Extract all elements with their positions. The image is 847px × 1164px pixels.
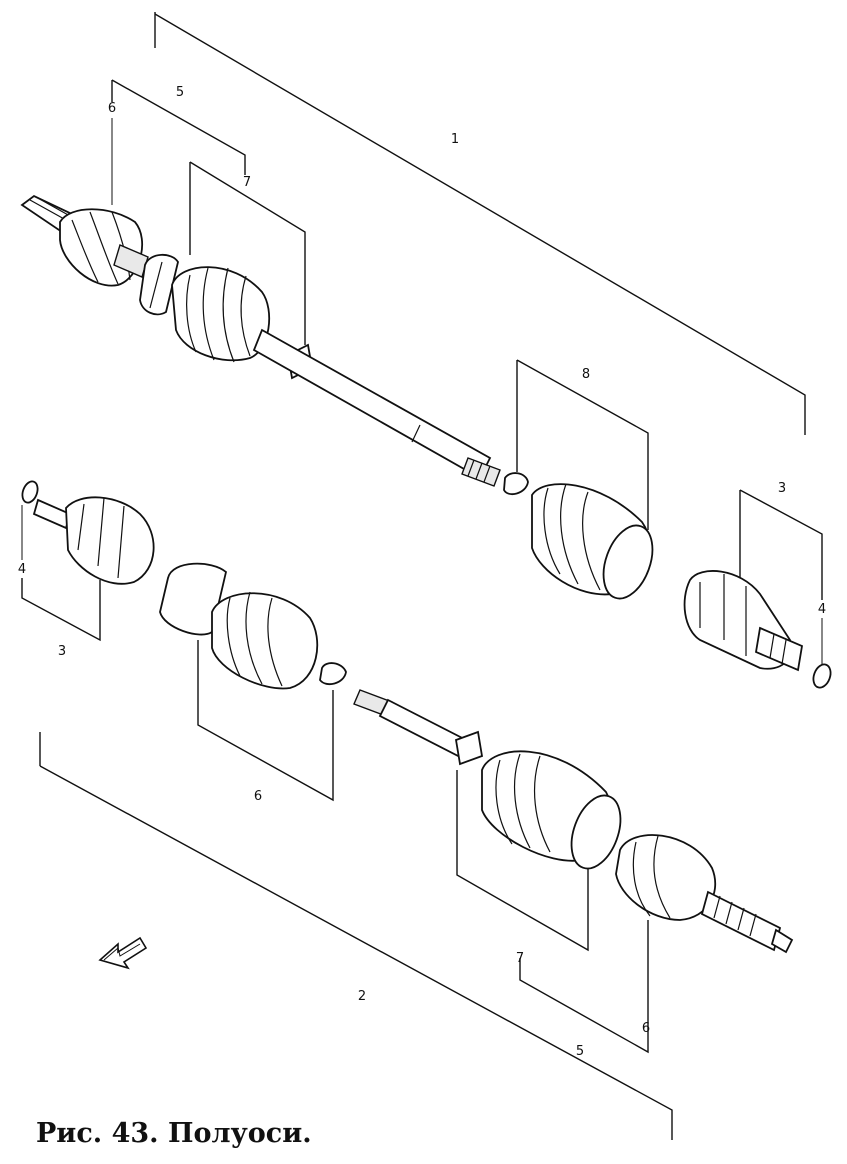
leader-lines xyxy=(21,12,823,1140)
top-driveshaft-assembly xyxy=(20,194,832,689)
callout-5-bottom: 5 xyxy=(576,1044,584,1059)
bottom-driveshaft-assembly xyxy=(21,480,794,954)
callout-1: 1 xyxy=(451,132,459,147)
callout-2: 2 xyxy=(358,989,366,1004)
front-direction-arrow-icon xyxy=(98,936,148,970)
callout-4-right: 4 xyxy=(818,602,826,617)
callout-5-top: 5 xyxy=(176,85,184,100)
callout-6-bottom: 6 xyxy=(642,1021,650,1036)
callout-6-top: 6 xyxy=(108,101,116,116)
callout-6-mid: 6 xyxy=(254,789,262,804)
callout-labels: 1 5 6 7 8 3 4 4 3 6 7 2 6 5 xyxy=(18,85,826,1059)
callout-7-bottom: 7 xyxy=(516,951,524,966)
callout-3-left: 3 xyxy=(58,644,66,659)
figure-caption: Рис. 43. Полуоси. xyxy=(36,1118,312,1149)
callout-8: 8 xyxy=(582,367,590,382)
callout-3-right: 3 xyxy=(778,481,786,496)
callout-7-top: 7 xyxy=(243,175,251,190)
callout-4-left: 4 xyxy=(18,562,26,577)
